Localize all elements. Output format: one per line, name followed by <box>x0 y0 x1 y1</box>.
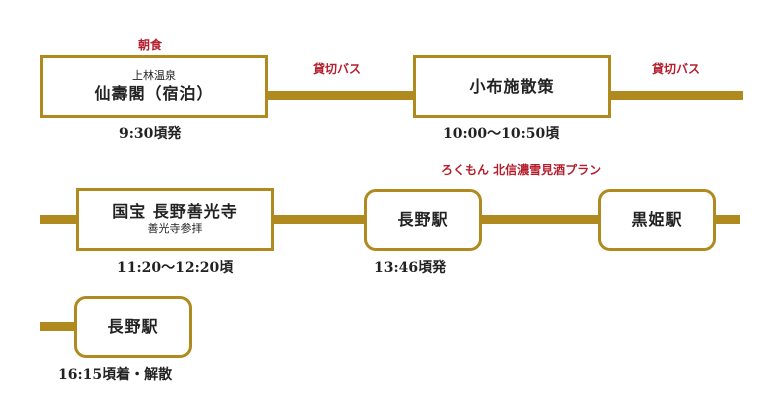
plan-label: ろくもん 北信濃雪見酒プラン <box>441 163 602 177</box>
node-zenkoji-sub: 善光寺参拝 <box>147 222 203 236</box>
node-kurohime-station-title: 黒姫駅 <box>631 210 683 229</box>
node-zenkoji: 国宝 長野善光寺 善光寺参拝 <box>76 188 274 251</box>
breakfast-note: 朝食 <box>138 38 163 52</box>
node-obuse-title: 小布施散策 <box>469 76 555 96</box>
time-obuse: 10:00〜10:50頃 <box>443 126 560 142</box>
node-nagano-station-1: 長野駅 <box>364 189 482 251</box>
node-senjukaku-sub: 上林温泉 <box>132 69 176 83</box>
bus-label-1: 貸切バス <box>313 62 362 76</box>
node-zenkoji-title: 国宝 長野善光寺 <box>112 202 238 222</box>
node-senjukaku-title: 仙壽閣（宿泊） <box>94 83 214 103</box>
time-nagano-station-2: 16:15頃着・解散 <box>58 367 173 383</box>
time-nagano-station-1: 13:46頃発 <box>374 260 447 276</box>
node-kurohime-station: 黒姫駅 <box>598 189 716 251</box>
time-senjukaku: 9:30頃発 <box>119 126 182 142</box>
route-line-row3 <box>40 322 80 331</box>
node-nagano-station-2: 長野駅 <box>74 296 192 358</box>
node-nagano-station-2-title: 長野駅 <box>107 317 159 336</box>
node-nagano-station-1-title: 長野駅 <box>397 210 449 229</box>
bus-label-2: 貸切バス <box>652 62 701 76</box>
node-senjukaku: 上林温泉 仙壽閣（宿泊） <box>40 55 268 118</box>
time-zenkoji: 11:20〜12:20頃 <box>117 260 234 276</box>
node-obuse: 小布施散策 <box>413 55 611 118</box>
